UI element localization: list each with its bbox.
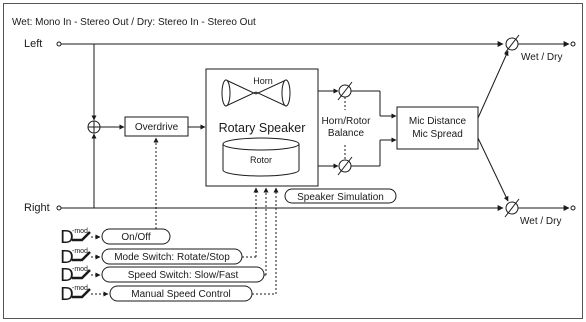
mic-to-right-mix: [477, 137, 509, 202]
svg-text:D: D: [60, 265, 74, 286]
onoff-control: [101, 228, 171, 245]
left-wetdry-label: Wet / Dry: [521, 52, 562, 63]
mod-source-icon: D -mod: [60, 227, 101, 248]
left-mix-knob-slash: [504, 34, 520, 54]
horn-label: Horn: [253, 76, 273, 86]
manual-speed-label: Manual Speed Control: [131, 289, 231, 300]
svg-text:-mod: -mod: [72, 248, 88, 255]
svg-text:-mod: -mod: [72, 228, 88, 235]
rotor-icon: [222, 137, 300, 177]
mode-switch-label: Mode Switch: Rotate/Stop: [114, 252, 230, 263]
rotor-label: Rotor: [250, 155, 272, 165]
svg-text:-mod: -mod: [72, 266, 88, 273]
svg-text:-mod: -mod: [72, 285, 88, 292]
right-input-label: Right: [24, 202, 50, 214]
svg-text:D: D: [60, 227, 74, 248]
signal-mode-caption: Wet: Mono In - Stereo Out / Dry: Stereo …: [12, 17, 256, 28]
mic-block: [396, 106, 479, 150]
right-wetdry-label: Wet / Dry: [520, 216, 561, 227]
horn-icon: [221, 79, 291, 107]
speaker-simulation-label: Speaker Simulation: [297, 192, 384, 203]
speed-switch-label: Speed Switch: Slow/Fast: [128, 270, 239, 281]
lower-balance-slash: [337, 156, 353, 176]
rotary-speaker-label: Rotary Speaker: [219, 121, 306, 135]
right-input-jack: [56, 205, 62, 211]
mod-source-icon: D -mod: [60, 265, 101, 286]
speaker-simulation-block: [284, 188, 397, 204]
svg-text:D: D: [60, 247, 74, 268]
mic-distance-label: Mic Distance: [409, 116, 467, 127]
overdrive-label: Overdrive: [135, 122, 179, 133]
mic-spread-label: Mic Spread: [412, 129, 463, 140]
upper-balance-slash: [337, 81, 353, 101]
left-output-jack: [570, 41, 576, 47]
svg-text:D: D: [60, 284, 74, 305]
right-mix-knob-slash: [504, 198, 520, 218]
right-output-jack: [570, 205, 576, 211]
left-input-label: Left: [24, 38, 42, 50]
mod-source-icon: D -mod: [60, 247, 101, 268]
balance-label-line1: Horn/Rotor: [322, 116, 372, 127]
mod-source-icon: D -mod: [60, 284, 109, 305]
balance-label-line2: Balance: [328, 128, 365, 139]
mic-to-left-mix: [477, 50, 509, 119]
left-input-jack: [56, 41, 62, 47]
onoff-label: On/Off: [121, 232, 150, 243]
diagram-frame: [3, 3, 583, 319]
